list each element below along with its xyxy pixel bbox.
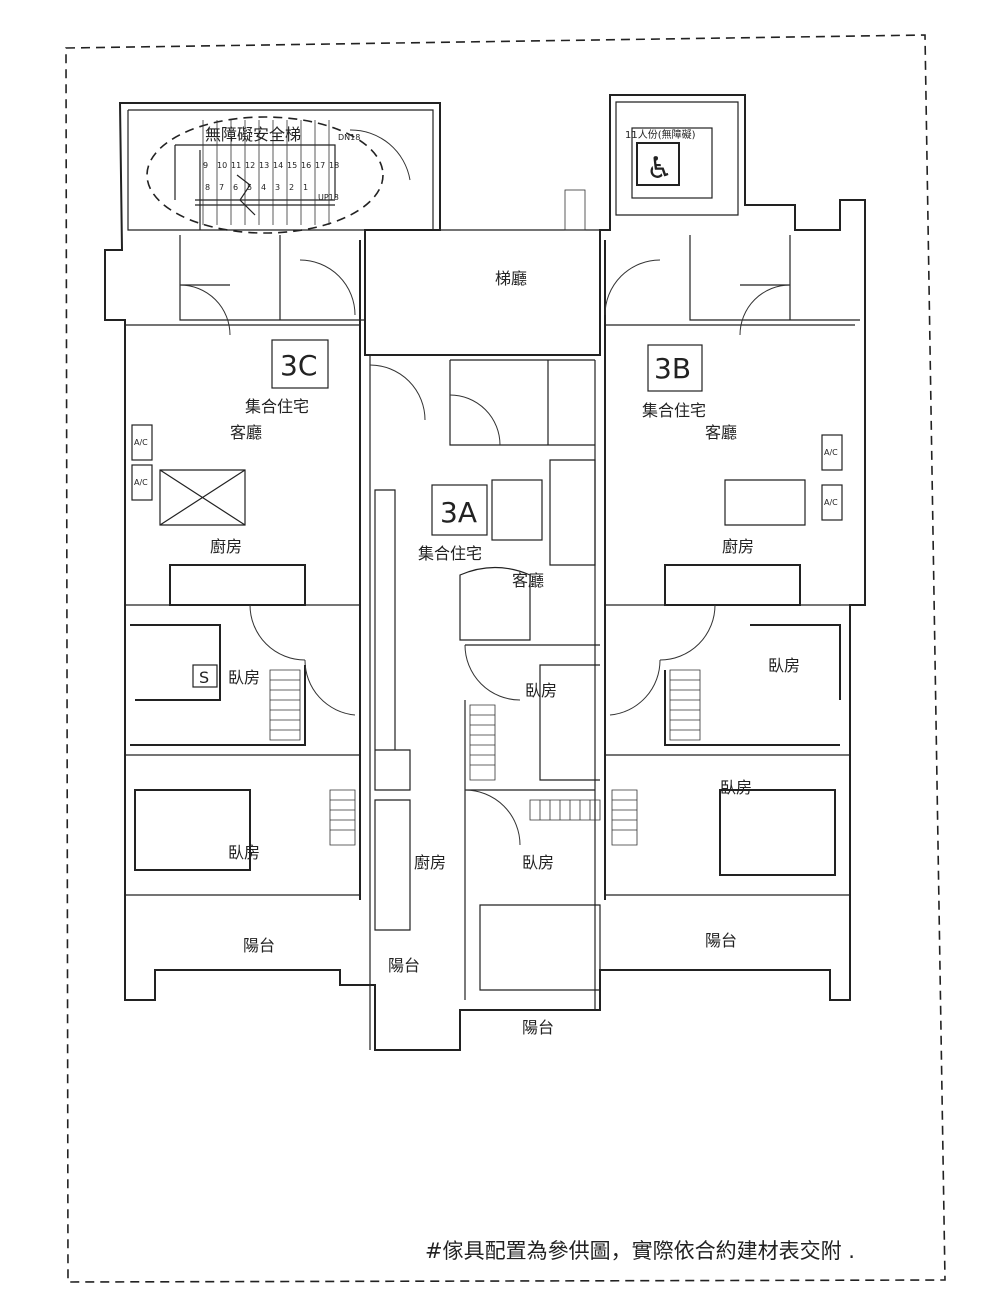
unit-3b-type: 集合住宅 <box>642 401 706 420</box>
step-number: 13 <box>259 161 269 170</box>
unit-3b-bedroom-1: 臥房 <box>768 656 800 675</box>
step-number: 15 <box>287 161 297 170</box>
building-walls <box>104 94 866 1051</box>
unit-3a-tag-box <box>431 484 488 536</box>
unit-3a-type: 集合住宅 <box>418 544 482 563</box>
unit-3b-balcony: 陽台 <box>705 931 737 950</box>
unit-3c-living: 客廳 <box>230 423 262 442</box>
svg-text:♿: ♿ <box>646 151 673 186</box>
unit-3a-code: 3A <box>440 496 477 529</box>
unit-3a-living: 客廳 <box>512 571 544 590</box>
unit-3b-code: 3B <box>654 352 691 385</box>
unit-3c-bedroom-2: 臥房 <box>228 843 260 862</box>
stair-down-label: DN18 <box>338 133 360 142</box>
unit-3a-balcony-2: 陽台 <box>522 1018 554 1037</box>
stair-title: 無障礙安全梯 <box>205 125 301 144</box>
unit-3c-code: 3C <box>280 349 317 382</box>
unit-3b-bedroom-2: 臥房 <box>720 778 752 797</box>
elevator-label: 11人份(無障礙) <box>625 128 696 141</box>
unit-3b-living: 客廳 <box>705 423 737 442</box>
unit-3c-tag-box <box>271 339 329 389</box>
unit-3c-balcony: 陽台 <box>243 936 275 955</box>
ac-unit <box>821 434 843 471</box>
door-swings <box>179 129 791 846</box>
unit-3c-closet-mark: S <box>199 668 209 687</box>
elevator: ♿ <box>631 127 713 199</box>
unit-3b-kitchen: 廚房 <box>722 537 754 556</box>
stair-step-numbers: 9 10 11 12 13 14 15 16 17 18 8 7 6 5 4 3… <box>203 161 339 192</box>
ac-label: A/C <box>824 448 838 457</box>
unit-3a-bedroom-2: 臥房 <box>522 853 554 872</box>
step-number: 2 <box>289 183 294 192</box>
furniture-disclaimer-note: #傢具配置為參供圖，實際依合約建材表交附 . <box>425 1239 855 1263</box>
step-number: 3 <box>275 183 280 192</box>
unit-3b-tag-box <box>647 344 703 392</box>
ac-unit <box>131 424 153 461</box>
unit-3c-kitchen: 廚房 <box>210 537 242 556</box>
unit-3c-type: 集合住宅 <box>245 397 309 416</box>
step-number: 11 <box>231 161 241 170</box>
step-number: 14 <box>273 161 283 170</box>
unit-3a-bedroom-1: 臥房 <box>525 681 557 700</box>
step-number: 18 <box>329 161 339 170</box>
step-number: 5 <box>247 183 252 192</box>
ac-label: A/C <box>134 438 148 447</box>
step-number: 12 <box>245 161 255 170</box>
stair-plan <box>146 116 384 234</box>
unit-3a-kitchen: 廚房 <box>414 853 446 872</box>
lobby-label: 梯廳 <box>495 269 527 288</box>
step-number: 6 <box>233 183 238 192</box>
ac-unit <box>131 464 153 501</box>
stair-up-label: UP18 <box>318 193 339 202</box>
plant-decor <box>491 479 543 541</box>
ac-label: A/C <box>824 498 838 507</box>
step-number: 1 <box>303 183 308 192</box>
step-number: 17 <box>315 161 325 170</box>
unit-3a-balcony-1: 陽台 <box>388 956 420 975</box>
step-number: 16 <box>301 161 311 170</box>
ac-label: A/C <box>134 478 148 487</box>
step-number: 8 <box>205 183 210 192</box>
step-number: 9 <box>203 161 208 170</box>
step-number: 10 <box>217 161 227 170</box>
site-boundary <box>65 34 946 1283</box>
closet-mark-box <box>192 664 218 688</box>
ac-unit <box>821 484 843 521</box>
wheelchair-icon <box>636 142 680 186</box>
elevator-shaft-marker <box>564 189 586 231</box>
unit-3c-bedroom-1: 臥房 <box>228 668 260 687</box>
step-number: 7 <box>219 183 224 192</box>
step-number: 4 <box>261 183 266 192</box>
